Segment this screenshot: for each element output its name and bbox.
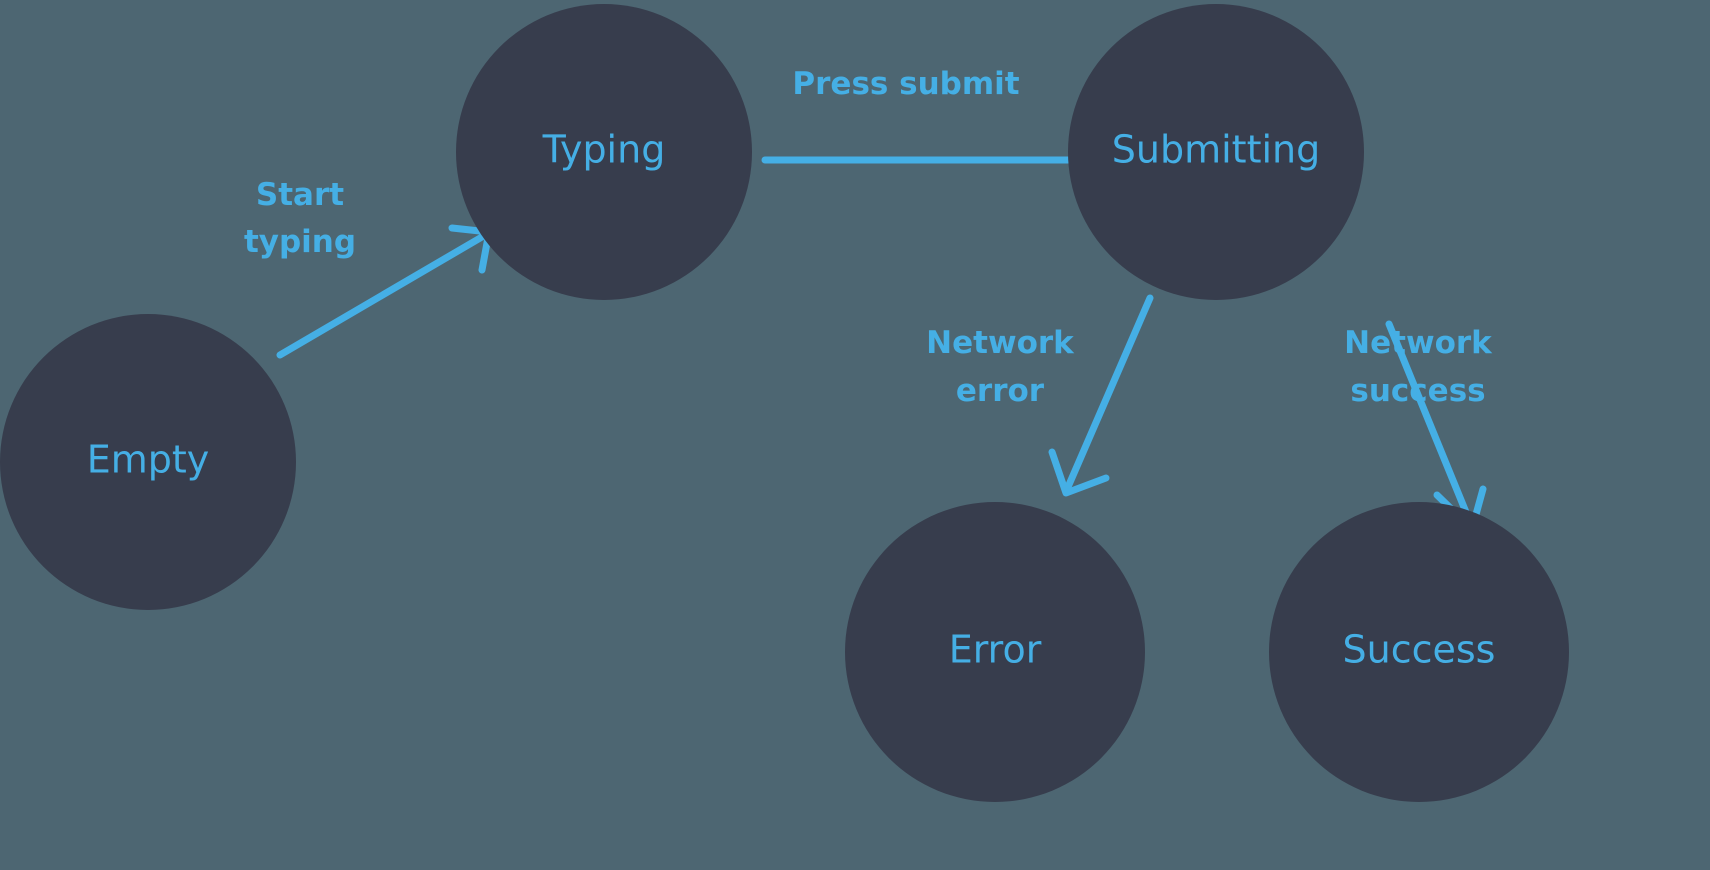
state-node-empty-label: Empty [87, 438, 210, 482]
transition-start-typing-line [276, 230, 491, 359]
state-node-empty-circle [0, 314, 296, 610]
transition-press-submit[interactable]: Press submit [761, 66, 1150, 194]
state-node-error-label: Error [949, 628, 1042, 672]
transition-network-error[interactable]: Network error [926, 294, 1154, 497]
transition-network-error-arrowhead-icon [1048, 448, 1110, 497]
state-node-typing[interactable]: Typing [456, 4, 752, 300]
transition-network-success-label-line1: Network [1344, 325, 1493, 361]
transition-press-submit-label: Press submit [792, 66, 1019, 102]
state-node-submitting-label: Submitting [1112, 128, 1320, 172]
state-node-typing-circle [456, 4, 752, 300]
transition-start-typing-label-line2: typing [244, 224, 356, 260]
state-node-typing-label: Typing [542, 128, 666, 172]
transition-network-success-line [1385, 320, 1472, 521]
transition-network-error-label-line1: Network [926, 325, 1075, 361]
state-node-success-label: Success [1343, 628, 1496, 672]
transition-start-typing-label-line1: Start [256, 177, 344, 213]
transition-network-error-label-line2: error [956, 373, 1045, 409]
transition-network-error-line [1064, 294, 1154, 491]
transition-network-success[interactable]: Network success [1344, 320, 1493, 533]
state-node-empty[interactable]: Empty [0, 314, 296, 610]
state-node-submitting[interactable]: Submitting [1068, 4, 1364, 300]
state-node-success-circle [1269, 502, 1569, 802]
state-node-error[interactable]: Error [845, 502, 1145, 802]
state-node-submitting-circle [1068, 4, 1364, 300]
transition-start-typing[interactable]: Start typing [244, 177, 493, 359]
transition-network-success-label-line2: success [1350, 373, 1485, 409]
state-node-success[interactable]: Success [1269, 502, 1569, 802]
state-node-error-circle [845, 502, 1145, 802]
